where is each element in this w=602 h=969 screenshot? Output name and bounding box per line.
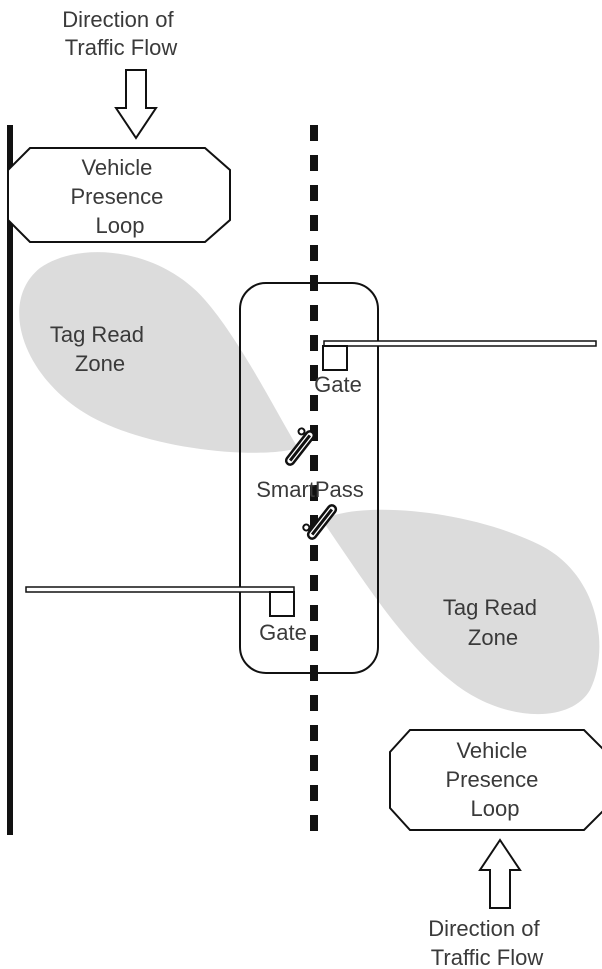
direction-label-bottom: Direction of Traffic Flow	[428, 916, 545, 969]
antenna-icon-upper	[284, 427, 316, 466]
toll-island	[239, 282, 379, 674]
gate-box-lower	[269, 591, 295, 617]
gate-arm-lower	[25, 586, 295, 593]
tag-read-zone-label-right: Tag Read Zone	[443, 595, 543, 650]
loop-label-top: Vehicle Presence Loop	[70, 155, 169, 238]
smartpass-label: SmartPass	[256, 477, 364, 502]
gate-label-upper: Gate	[314, 372, 362, 397]
tag-read-zone-label-left: Tag Read Zone	[50, 322, 150, 376]
gate-label-lower: Gate	[259, 620, 307, 645]
direction-arrow-up-icon	[478, 838, 522, 909]
loop-label-bottom: Vehicle Presence Loop	[445, 738, 544, 821]
direction-arrow-down-icon	[114, 69, 158, 140]
gate-box-upper	[322, 345, 348, 371]
vehicle-presence-loop-bottom	[389, 729, 602, 831]
vehicle-presence-loop-top	[7, 147, 231, 243]
tag-read-zone-left	[19, 252, 298, 453]
antenna-icon-lower	[302, 504, 338, 540]
gate-arm-upper	[323, 340, 597, 347]
direction-label-top: Direction of Traffic Flow	[62, 7, 179, 60]
tag-read-zone-right	[322, 509, 600, 715]
